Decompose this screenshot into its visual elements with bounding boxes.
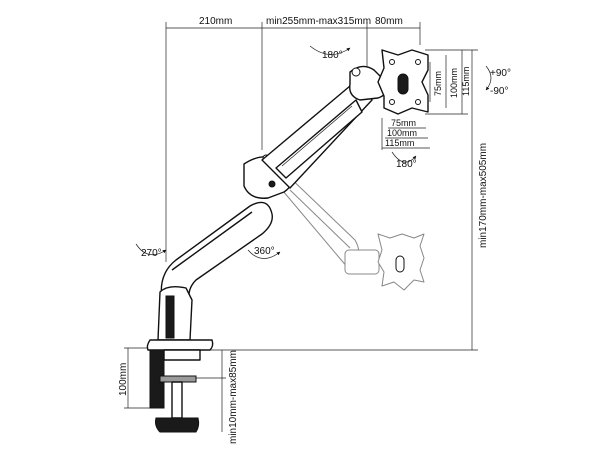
label-vesa-h-75: 75mm: [433, 71, 443, 96]
dimension-lines: [124, 22, 478, 432]
vesa-hole-bottom-left: [389, 99, 395, 105]
ghost-tilt-head: [344, 249, 380, 275]
rotation-arrows: [135, 45, 492, 259]
lowered-arm-ghost: [271, 169, 425, 291]
dimension-labels: 210mm min255mm-max315mm 80mm 75mm 100mm …: [118, 16, 489, 444]
clamp-top-plate: [163, 349, 201, 361]
screen-rotate-arrow: [391, 151, 417, 163]
lower-arm: [160, 201, 273, 305]
gas-spring-rod: [281, 105, 353, 167]
ghost-vesa-center-slot: [395, 255, 405, 273]
lower-arm-edge: [171, 211, 253, 271]
clamp-body: [149, 349, 165, 409]
vesa-hole-bottom-right: [415, 99, 421, 105]
gas-spring-cover: [275, 99, 363, 179]
label-base-swivel: 270°: [141, 248, 162, 259]
head-screw: [351, 67, 361, 77]
vesa-hole-top-left: [389, 59, 395, 65]
label-arm-swivel: 360°: [254, 246, 275, 257]
label-tilt-down: -90°: [490, 86, 508, 97]
tilt-arrow: [485, 65, 492, 91]
label-height-range: min170mm-max505mm: [478, 143, 489, 248]
label-clamp-range: min10mm-max85mm: [228, 350, 239, 444]
monitor-arm: [146, 49, 429, 433]
label-vesa-h-100: 100mm: [449, 68, 459, 98]
arm-swivel-arrow: [247, 249, 281, 259]
vesa-hole-top-right: [415, 59, 421, 65]
pole: [157, 285, 193, 341]
clamp-knob: [155, 417, 200, 433]
pole-cable-channel: [165, 295, 175, 339]
label-arm-middle: min255mm-max315mm: [266, 16, 371, 27]
label-arm-head: 80mm: [375, 16, 403, 27]
head-swivel-arrow: [309, 45, 351, 55]
clamp-pad: [159, 375, 197, 383]
ghost-gas-spring: [289, 189, 351, 249]
label-screen-rotate: 180°: [396, 159, 417, 170]
label-vesa-w-75: 75mm: [391, 118, 416, 128]
label-clamp-height: 100mm: [118, 363, 129, 396]
base-collar: [146, 339, 214, 351]
label-vesa-h-115: 115mm: [461, 67, 471, 96]
label-vesa-w-100: 100mm: [387, 128, 417, 138]
label-head-swivel: 180°: [322, 50, 343, 61]
elbow-pivot: [268, 180, 276, 188]
label-arm-base: 210mm: [199, 16, 232, 27]
base-swivel-arrow: [135, 243, 167, 256]
clamp-screw: [171, 381, 183, 419]
rotation-labels: 180° 180° +90° -90° 270° 360°: [141, 50, 511, 259]
label-tilt-up: +90°: [490, 68, 511, 79]
label-vesa-w-115: 115mm: [385, 138, 414, 148]
vesa-center-slot: [397, 73, 409, 95]
